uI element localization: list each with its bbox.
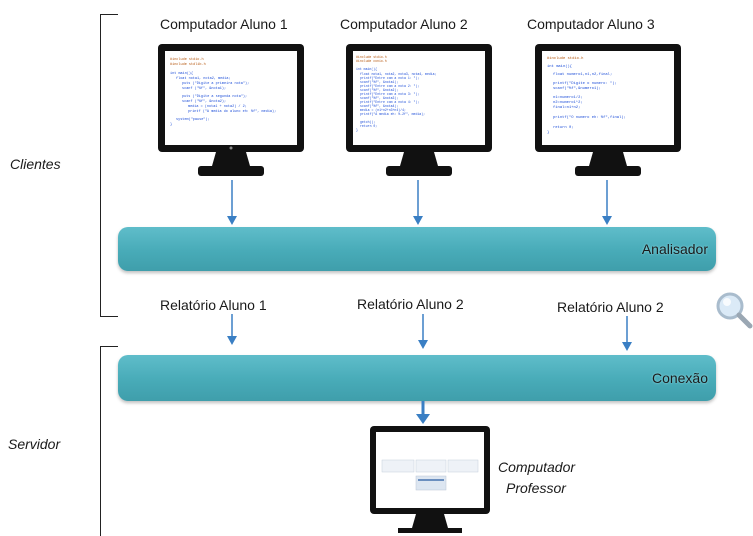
arrow-down-icon — [227, 314, 237, 345]
svg-text:puts ("Digite a primeira nota": puts ("Digite a primeira nota"); — [182, 81, 249, 86]
svg-text:n1=numero1/2;: n1=numero1/2; — [553, 95, 583, 100]
svg-text:scanf ("%f", &nota1);: scanf ("%f", &nota1); — [182, 86, 226, 91]
svg-text:}: } — [170, 122, 172, 127]
computer-title-1: Computador Aluno 1 — [160, 16, 288, 32]
arrow-down-icon — [602, 180, 612, 225]
clients-bracket-top — [100, 14, 118, 15]
svg-text:system("pause");: system("pause"); — [176, 117, 210, 122]
svg-text:puts ("Digite a segunda nota"): puts ("Digite a segunda nota"); — [182, 94, 247, 99]
monitor-icon: #include stdio.h int main(){ float numer… — [535, 44, 681, 176]
svg-text:#include stdio.h: #include stdio.h — [356, 55, 387, 59]
clients-bracket — [100, 14, 101, 316]
arrow-down-icon — [416, 401, 430, 424]
svg-text:scanf("%f", &nota2);: scanf("%f", &nota2); — [360, 88, 398, 92]
svg-text:int main(){: int main(){ — [356, 67, 377, 71]
svg-text:#include stdio.h: #include stdio.h — [170, 57, 204, 62]
connection-label: Conexão — [651, 370, 708, 386]
svg-text:float numero1,n1,n2,final;: float numero1,n1,n2,final; — [553, 72, 612, 77]
analyzer-bar: Analisador — [118, 227, 716, 271]
magnifier-icon — [716, 292, 753, 329]
svg-text:printf("Digite o numero: ");: printf("Digite o numero: "); — [553, 81, 617, 86]
clients-bracket-bottom — [100, 316, 118, 317]
svg-text:scanf("%f", &nota3);: scanf("%f", &nota3); — [360, 96, 398, 100]
report-label-3: Relatório Aluno 2 — [557, 299, 664, 315]
monitor-icon — [370, 426, 490, 533]
server-bracket-top — [100, 346, 118, 347]
computer-title-2: Computador Aluno 2 — [340, 16, 468, 32]
teacher-label-line2: Professor — [506, 480, 566, 496]
svg-text:}: } — [547, 130, 549, 135]
svg-text:scanf("%f", &nota1);: scanf("%f", &nota1); — [360, 80, 398, 84]
arrow-down-icon — [413, 180, 423, 225]
teacher-label-line1: Computador — [498, 459, 576, 475]
svg-text:scanf("%f", &nota4);: scanf("%f", &nota4); — [360, 104, 398, 108]
svg-text:#include stdio.h: #include stdio.h — [547, 56, 583, 61]
svg-text:printf("Entre com a nota 4: "): printf("Entre com a nota 4: "); — [360, 100, 419, 104]
svg-text:printf("Entre com a nota 3: "): printf("Entre com a nota 3: "); — [360, 92, 419, 96]
svg-text:#include stdlib.h: #include stdlib.h — [170, 62, 206, 67]
svg-text:media = (nota1 + nota2) / 2;: media = (nota1 + nota2) / 2; — [188, 104, 247, 109]
svg-text:printf("A media eh: %.2f", med: printf("A media eh: %.2f", media); — [360, 112, 425, 116]
arrow-down-icon — [418, 314, 428, 349]
analyzer-label: Analisador — [641, 241, 708, 257]
arrow-down-icon — [622, 316, 632, 351]
svg-text:printf("O numero eh: %f",final: printf("O numero eh: %f",final); — [553, 115, 626, 120]
svg-text:int main(){: int main(){ — [547, 64, 572, 69]
svg-text:float nota1, nota2, media;: float nota1, nota2, media; — [176, 76, 231, 81]
arrow-down-icon — [227, 180, 237, 225]
svg-text:media = (n1+n2+n3+n4)/4;: media = (n1+n2+n3+n4)/4; — [360, 108, 406, 112]
svg-text:return 0;: return 0; — [553, 125, 574, 130]
server-label: Servidor — [8, 436, 61, 452]
svg-text:n2=numero1*2;: n2=numero1*2; — [553, 100, 583, 105]
svg-text:#include conio.h: #include conio.h — [356, 59, 387, 63]
server-bracket — [100, 346, 101, 536]
svg-text:int main(){: int main(){ — [170, 71, 193, 76]
monitor-icon: #include stdio.h #include conio.h int ma… — [346, 44, 492, 176]
clients-label: Clientes — [10, 156, 61, 172]
connection-bar: Conexão — [118, 355, 716, 401]
svg-text:printf ("A media do aluno eh:: printf ("A media do aluno eh: %f", media… — [188, 109, 276, 114]
monitor-icon: #include stdio.h #include stdlib.h int m… — [158, 44, 304, 176]
report-label-1: Relatório Aluno 1 — [160, 297, 267, 313]
svg-text:printf("Entre com a nota 1: "): printf("Entre com a nota 1: "); — [360, 76, 419, 80]
svg-text:float nota1, nota2, nota3, not: float nota1, nota2, nota3, nota4, media; — [360, 72, 437, 76]
svg-text:final=n1+n2;: final=n1+n2; — [553, 105, 580, 110]
svg-text:return 0;: return 0; — [360, 124, 377, 128]
report-label-2: Relatório Aluno 2 — [357, 296, 464, 312]
svg-text:scanf("%f",&numero1);: scanf("%f",&numero1); — [553, 86, 601, 91]
computer-title-3: Computador Aluno 3 — [527, 16, 655, 32]
svg-text:printf("Entre com a nota 2: "): printf("Entre com a nota 2: "); — [360, 84, 419, 88]
svg-text:scanf ("%f", &nota2);: scanf ("%f", &nota2); — [182, 99, 226, 104]
svg-text:getch();: getch(); — [360, 120, 375, 124]
svg-text:}: } — [356, 128, 358, 132]
